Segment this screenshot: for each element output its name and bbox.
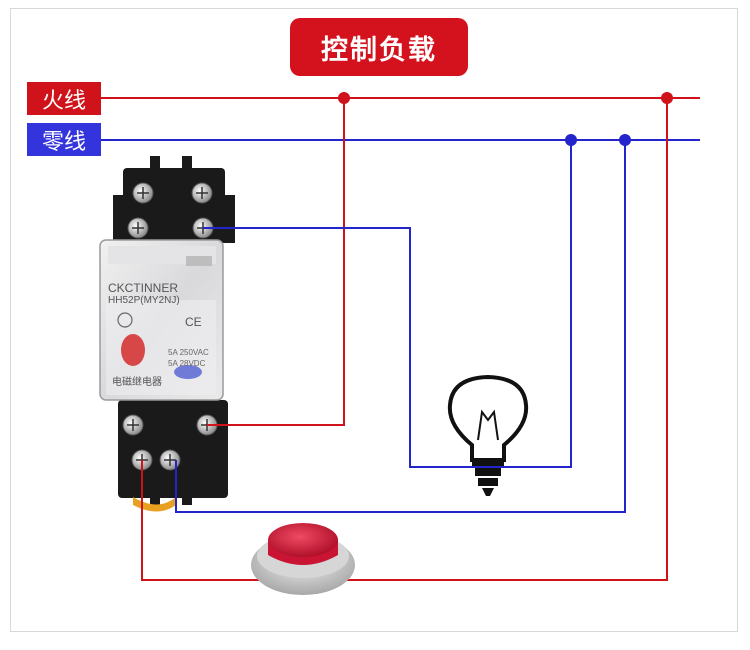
push-button-icon — [251, 523, 355, 595]
neutral-junction-dot — [619, 134, 631, 146]
neutral-branch-relay — [175, 140, 626, 513]
diagram-frame — [10, 8, 738, 632]
relay-bottom-text: 电磁继电器 — [112, 375, 162, 388]
terminal-screws — [122, 182, 218, 471]
neutral-branch-bulb — [203, 140, 572, 468]
live-branch-button — [141, 98, 668, 581]
light-bulb-icon — [447, 374, 529, 496]
relay-rating-dc: 5A 28VDC — [168, 359, 206, 368]
diagram-title: 控制负载 — [290, 18, 468, 76]
relay-rating-ac: 5A 250VAC — [168, 348, 209, 357]
live-branch-relay — [207, 98, 345, 426]
relay-model: HH52P(MY2NJ) — [108, 295, 180, 306]
relay-body — [99, 239, 224, 401]
relay-brand: CKCTINNER — [108, 281, 178, 295]
live-wire-label: 火线 — [27, 82, 101, 115]
live-junction-dot — [661, 92, 673, 104]
neutral-junction-dot — [565, 134, 577, 146]
red-indicator — [121, 334, 145, 366]
live-junction-dot — [338, 92, 350, 104]
relay-ce-mark: CE — [185, 315, 202, 329]
certification-mark-icon — [117, 312, 133, 328]
neutral-wire-label: 零线 — [27, 123, 101, 156]
